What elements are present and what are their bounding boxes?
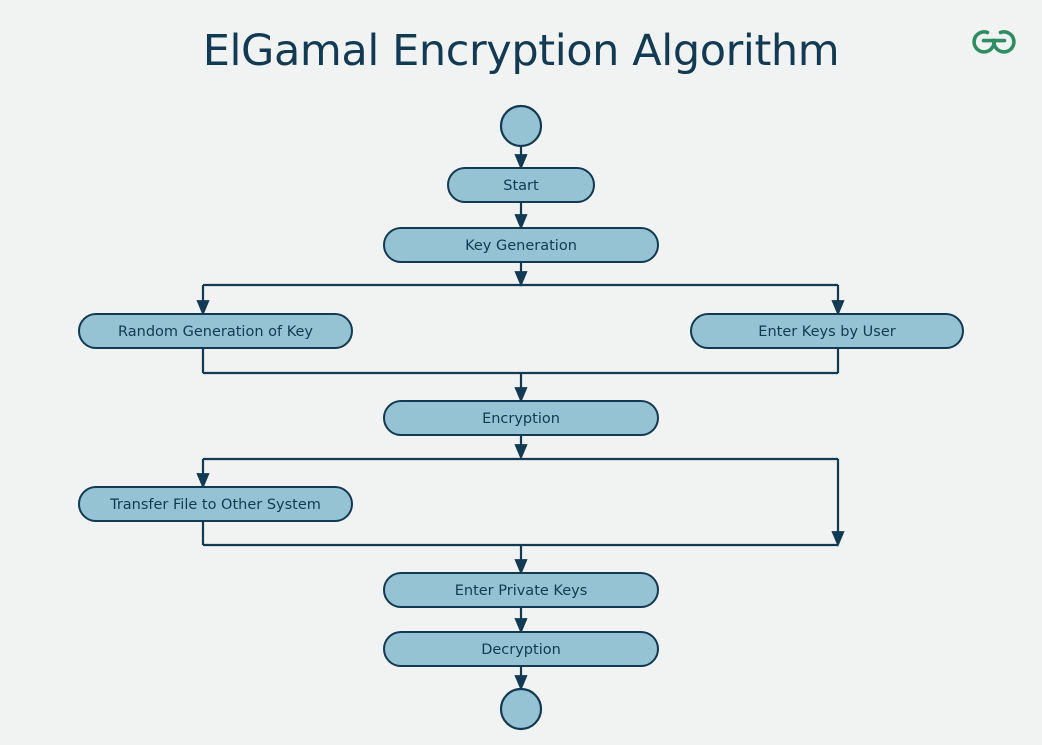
- node-enter-private-keys-label: Enter Private Keys: [455, 583, 588, 599]
- node-key-generation-label: Key Generation: [465, 238, 577, 254]
- node-transfer-file-to-other-system[interactable]: Transfer File to Other System: [78, 486, 353, 522]
- node-start-label: Start: [503, 178, 539, 194]
- node-encryption[interactable]: Encryption: [383, 400, 659, 436]
- geeksforgeeks-logo: [972, 30, 1016, 54]
- node-enter-keys-by-user[interactable]: Enter Keys by User: [690, 313, 964, 349]
- node-enter-private-keys[interactable]: Enter Private Keys: [383, 572, 659, 608]
- node-encryption-label: Encryption: [482, 411, 560, 427]
- node-enter-keys-by-user-label: Enter Keys by User: [758, 324, 895, 340]
- node-transfer-file-to-other-system-label: Transfer File to Other System: [109, 497, 321, 513]
- start-terminal-node[interactable]: [499, 104, 543, 148]
- page-title: ElGamal Encryption Algorithm: [202, 26, 840, 76]
- end-terminal-node[interactable]: [499, 687, 543, 731]
- node-random-generation-of-key[interactable]: Random Generation of Key: [78, 313, 353, 349]
- node-random-generation-of-key-label: Random Generation of Key: [118, 324, 313, 340]
- node-decryption[interactable]: Decryption: [383, 631, 659, 667]
- node-key-generation[interactable]: Key Generation: [383, 227, 659, 263]
- node-decryption-label: Decryption: [481, 642, 561, 658]
- node-start[interactable]: Start: [447, 167, 595, 203]
